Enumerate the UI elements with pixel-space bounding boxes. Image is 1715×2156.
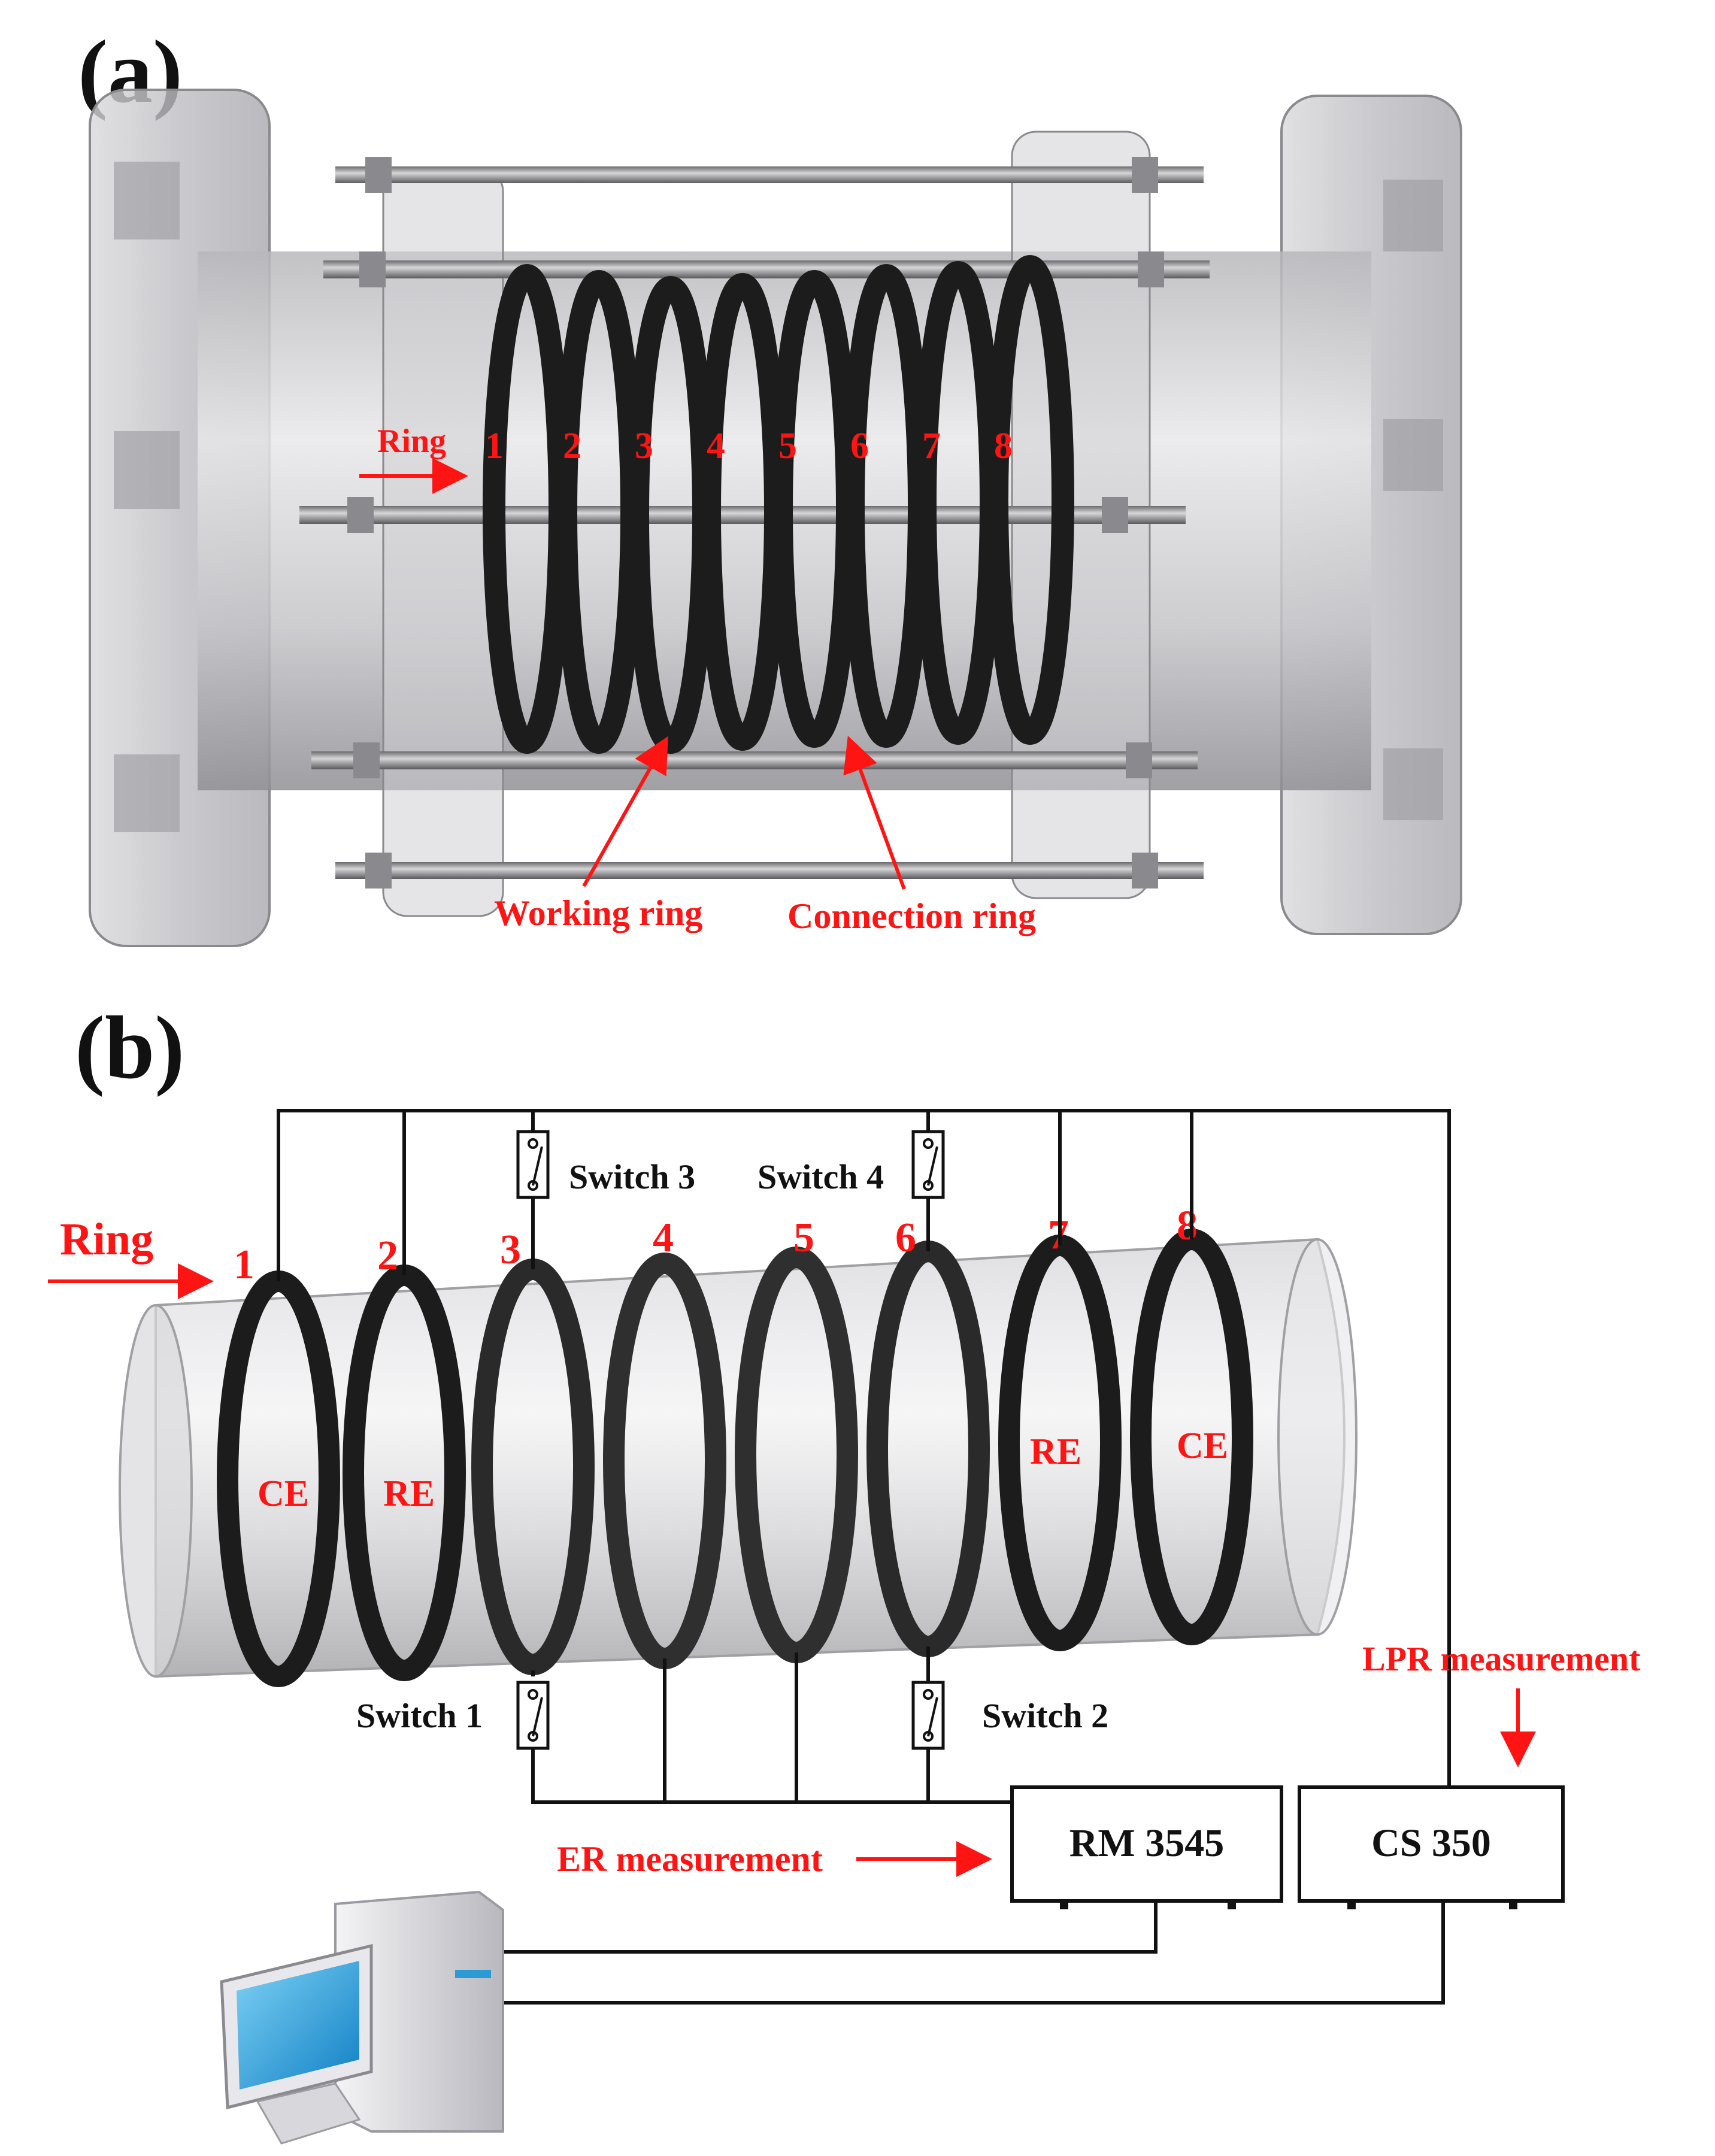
tie-rod bbox=[335, 166, 1204, 183]
wire bbox=[503, 1901, 1158, 1954]
switch-1-label: Switch 1 bbox=[356, 1696, 483, 1735]
ring-number-b: 2 bbox=[377, 1233, 398, 1279]
switch-4-symbol bbox=[911, 1130, 945, 1199]
er-measurement-label: ER measurement bbox=[557, 1839, 823, 1879]
ring-a bbox=[986, 255, 1074, 745]
tie-rod bbox=[311, 751, 1198, 769]
switch-4-label: Switch 4 bbox=[757, 1157, 884, 1196]
tie-rod bbox=[323, 260, 1210, 278]
ring-number-a: 5 bbox=[778, 426, 797, 466]
switch-1-symbol bbox=[516, 1681, 550, 1750]
connection-ring-label: Connection ring bbox=[787, 896, 1036, 936]
desktop-computer-icon bbox=[220, 1890, 504, 2145]
lpr-measurement-label: LPR measurement bbox=[1362, 1639, 1641, 1678]
ring-number-b: 5 bbox=[793, 1215, 814, 1261]
electrode-label: RE bbox=[383, 1473, 435, 1514]
rm3545-label: RM 3545 bbox=[1069, 1821, 1224, 1865]
panel-b: (b) 1 2 3 4 5 6 7 8 bbox=[48, 998, 1641, 2145]
wire bbox=[531, 1748, 1012, 1804]
cs350-label: CS 350 bbox=[1371, 1821, 1491, 1865]
rm3545-box: RM 3545 bbox=[1010, 1785, 1283, 1909]
ring-number-b: 6 bbox=[895, 1215, 916, 1261]
ring-number-a: 3 bbox=[635, 426, 653, 466]
electrode-label: CE bbox=[1177, 1426, 1228, 1466]
bottom-wiring bbox=[531, 1646, 1012, 1804]
panel-b-label: (b) bbox=[75, 998, 184, 1097]
switch-3-symbol bbox=[516, 1130, 550, 1199]
tie-rod bbox=[335, 862, 1204, 879]
switch-2-label: Switch 2 bbox=[982, 1696, 1108, 1735]
connection-ring-arrow bbox=[843, 735, 906, 890]
wire bbox=[277, 1109, 1451, 1787]
electrode-label: RE bbox=[1030, 1432, 1081, 1472]
tie-rods bbox=[299, 157, 1210, 889]
computer-wiring bbox=[503, 1901, 1445, 2005]
ring-arrow-label-b: Ring bbox=[60, 1214, 153, 1265]
rings-a bbox=[483, 255, 1074, 754]
panel-a: (a) bbox=[78, 22, 1462, 947]
tie-rod bbox=[299, 506, 1186, 524]
ring-number-b: 1 bbox=[234, 1242, 254, 1288]
switch-3-label: Switch 3 bbox=[569, 1157, 695, 1196]
ring-number-a: 4 bbox=[707, 426, 725, 466]
working-ring-arrow bbox=[582, 736, 668, 887]
ring-number-b: 3 bbox=[500, 1227, 521, 1273]
ring-number-a: 7 bbox=[922, 426, 941, 466]
ring-number-b: 4 bbox=[653, 1215, 674, 1261]
ring-arrow-label-a: Ring bbox=[377, 423, 446, 460]
cs350-box: CS 350 bbox=[1298, 1785, 1565, 1909]
ring-number-a: 6 bbox=[850, 426, 869, 466]
wire bbox=[503, 1901, 1445, 2005]
electrode-label: CE bbox=[257, 1473, 309, 1514]
switch-2-symbol bbox=[911, 1681, 945, 1750]
ring-number-a: 1 bbox=[485, 426, 504, 466]
ring-number-b: 8 bbox=[1177, 1203, 1198, 1249]
ring-number-a: 2 bbox=[563, 426, 581, 466]
ring-number-a: 8 bbox=[994, 426, 1013, 466]
working-ring-label: Working ring bbox=[494, 893, 702, 933]
